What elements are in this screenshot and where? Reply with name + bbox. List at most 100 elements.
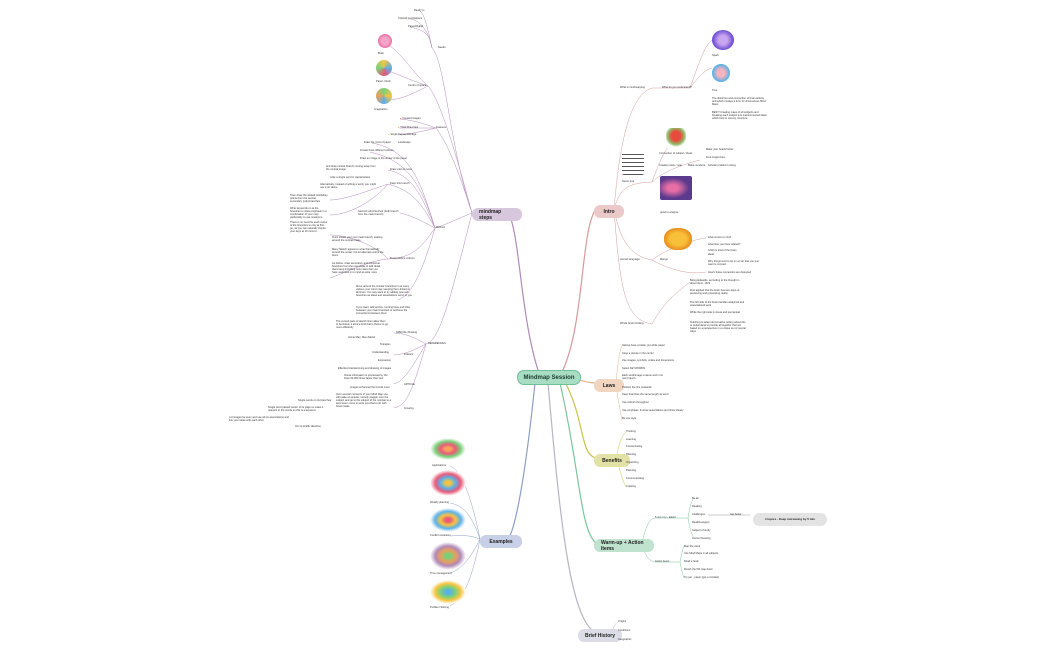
connector-label: Get better xyxy=(730,513,742,516)
references-item: Aim to kindle sketches xyxy=(295,425,321,428)
history-item: Geographic xyxy=(618,638,632,641)
features-item: ● Curated images xyxy=(400,117,421,120)
brain-tricks-item: Free single them xyxy=(706,156,726,159)
references-item: Growing xyxy=(404,407,414,410)
human-language-item: what else you have related? xyxy=(708,243,741,246)
references-item: Images enhanced the format more xyxy=(350,386,390,389)
image-caption: Connection of subject / ideas xyxy=(659,152,693,155)
method-item: Draw the mind of paper xyxy=(364,141,391,144)
intro-note: BEST! Creating maps of all subjects and … xyxy=(712,111,767,120)
needs-item: Paper/Digital xyxy=(408,25,423,28)
history-item: Origins xyxy=(618,620,627,623)
image-caption: Imagination xyxy=(374,108,388,111)
references-item: Visual information is processed by the b… xyxy=(344,374,388,380)
laws-item: Each word/image is alone and in its own … xyxy=(622,374,663,380)
whole-brain-item: The left side of the brain handles analy… xyxy=(690,301,745,307)
centre-space-label: Centre of space xyxy=(408,84,427,87)
topic-mindmap-steps[interactable]: mindmap steps xyxy=(472,208,522,221)
whole-brain-item: Teaching to adapt and creative writing a… xyxy=(690,321,746,333)
features-item-text: Curated images xyxy=(402,117,421,120)
topic-examples[interactable]: Examples xyxy=(480,535,522,548)
needs-item: Colored pencils/pens xyxy=(398,17,423,20)
features-label: Features xyxy=(436,126,447,129)
method-item: Once create your next main branch, start… xyxy=(332,236,383,242)
example-caption: Applications xyxy=(432,464,446,467)
action-item: Use Mind Maps in all subjects xyxy=(684,552,719,555)
method-item: Landscape xyxy=(398,141,411,144)
spark-image-icon xyxy=(712,30,734,50)
laws-item: Be one style xyxy=(622,417,637,420)
time-management-thumbnail xyxy=(430,542,466,570)
image-caption: Creative tools / map xyxy=(659,164,683,167)
intro-note: The distortion and connection of brain a… xyxy=(712,97,766,106)
needs-item: Ready to xyxy=(414,9,425,12)
clock-image-icon xyxy=(376,60,392,76)
image-caption: Spark xyxy=(712,54,719,57)
method-item: Move around the circular branches in as … xyxy=(356,285,412,297)
brain-image-icon xyxy=(378,34,392,48)
topic-laws[interactable]: Laws xyxy=(594,379,624,392)
human-language-item: what comes to mind xyxy=(708,236,732,239)
action-items-label: Action Items xyxy=(655,560,670,563)
five-min-item: Challenges xyxy=(692,513,705,516)
map-pin-image-icon xyxy=(666,128,686,148)
method-item: Final practice colours xyxy=(390,257,415,260)
example-caption: Problem Solving xyxy=(430,606,449,609)
benefits-item: Communicating xyxy=(626,477,645,480)
branch-intro xyxy=(559,208,597,377)
human-language-label: Human language xyxy=(620,258,640,261)
references-item: Single word pasted center of its page so… xyxy=(268,406,324,412)
brain-tricks-item: Scholar problem's doing xyxy=(708,164,736,167)
whole-brain-label: Whole brain thinking xyxy=(620,322,644,325)
action-item: Reach the 5th map down xyxy=(684,568,713,571)
image-caption: Tree xyxy=(712,89,718,92)
method-item: write a single word in capital letters xyxy=(330,176,371,179)
topic-warmup[interactable]: Warm-up + Action Items xyxy=(594,539,654,552)
laws-item: Keep a picture in the center xyxy=(622,352,654,355)
references-item: Tetraplex xyxy=(380,343,391,346)
method-item: & least three different colours xyxy=(360,149,394,152)
laws-item: Use emphasis, & show associations and sh… xyxy=(622,409,684,412)
increase-bubble[interactable]: 4 topics - Keep increasing by 5 min xyxy=(753,513,827,526)
benefits-item: Planning xyxy=(626,453,637,456)
brain-tricks-item: Make numbers xyxy=(688,164,706,167)
references-item: Understanding xyxy=(372,351,389,354)
method-item: Second sub-branches (both branch from th… xyxy=(358,210,399,216)
branch-examples xyxy=(507,382,536,540)
brain-tricks-item: Make your heads better xyxy=(706,148,734,151)
problem-solving-thumbnail xyxy=(430,580,466,604)
references-item: SPECIAL Drawing xyxy=(396,331,418,334)
benefits-item: Planning xyxy=(626,469,637,472)
image-caption: good to analyse xyxy=(660,211,679,214)
notebook-image-icon xyxy=(622,153,644,175)
laws-item: Use colours throughout xyxy=(622,401,649,404)
features-item-text: Thick Branches xyxy=(400,126,419,129)
benefits-item: Learning xyxy=(626,438,637,441)
five-min-item: Readinessgrep xyxy=(692,521,710,524)
center-topic[interactable]: Mindmap Session xyxy=(517,370,581,385)
branch-brief-history xyxy=(547,382,597,634)
five-min-label: 5 min / try - asked xyxy=(655,516,676,519)
benefits-item: Concentrating xyxy=(626,445,643,448)
method-item: Draw main & curve xyxy=(390,168,412,171)
benefits-item: Creating xyxy=(626,485,636,488)
topic-benefits[interactable]: Benefits xyxy=(594,454,630,467)
topic-intro[interactable]: Intro xyxy=(594,205,624,218)
example-caption: Time management xyxy=(430,572,452,575)
intro-what-is: What is mindmapping xyxy=(620,86,645,89)
method-item: Write keywords on at the branches to dra… xyxy=(290,207,327,219)
benefits-item: Organizing xyxy=(626,461,639,464)
topic-brief-history[interactable]: Brief History xyxy=(578,629,622,642)
action-item: Read a book xyxy=(684,560,699,563)
method-label: Method xyxy=(436,226,445,229)
whole-brain-item: While the right side is visual and perce… xyxy=(690,311,740,314)
brain-tricks-label: Neuro tree xyxy=(622,180,635,183)
intro-what-sub: What do you understand? xyxy=(662,86,692,89)
tree-image-icon xyxy=(712,64,730,82)
method-item: Alternatively, instead of writing a word… xyxy=(320,183,377,189)
human-language-item: which is kind of the brain xyxy=(708,249,737,252)
example-caption: Conflict resolution xyxy=(430,534,451,537)
method-item: Then draw the related words/key points f… xyxy=(290,194,328,203)
references-item: ARTICLE xyxy=(404,383,415,386)
laws-item: Use images, symbols, codes and dimension… xyxy=(622,359,674,362)
